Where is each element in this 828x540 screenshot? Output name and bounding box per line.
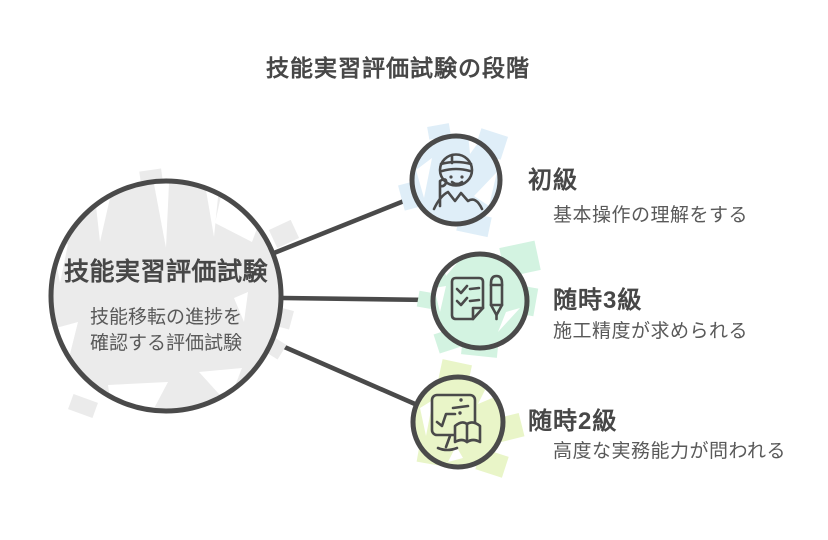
center-node-description-line1: 技能移転の進捗を <box>89 307 242 328</box>
center-node-description-line2: 確認する評価試験 <box>89 333 242 354</box>
center-node-description: 技能移転の進捗を 確認する評価試験 <box>54 305 278 357</box>
level-circle-grade3 <box>416 240 541 358</box>
level-name-grade2: 随時2級 <box>528 408 618 435</box>
page-title: 技能実習評価試験の段階 <box>266 55 530 81</box>
grade3-circle-outline <box>430 251 530 351</box>
checklist-pen-icon <box>450 274 504 321</box>
center-node-circle <box>48 168 300 418</box>
level-circle-beginner <box>398 123 509 238</box>
level-circle-grade2 <box>410 359 525 478</box>
connector-line-grade2 <box>270 339 418 407</box>
level-description-grade2: 高度な実務能力が問われる <box>553 441 787 462</box>
level-description-beginner: 基本操作の理解をする <box>553 205 749 226</box>
connector-line-beginner <box>271 194 417 256</box>
center-node-title: 技能実習評価試験 <box>63 258 268 286</box>
connector-lines <box>270 194 435 407</box>
grade2-circle-outline <box>410 374 506 470</box>
connector-line-grade3 <box>280 295 435 303</box>
center-circle-outline <box>48 178 284 414</box>
beginner-circle-outline <box>409 133 503 227</box>
grade2-sketch-highlights <box>420 388 497 462</box>
center-circle-fill <box>51 181 281 411</box>
level-name-beginner: 初級 <box>528 167 578 194</box>
level-name-grade3: 随時3級 <box>553 287 643 314</box>
monitor-book-icon <box>430 393 482 452</box>
worker-icon <box>432 153 484 211</box>
level-description-grade3: 施工精度が求められる <box>553 321 749 342</box>
